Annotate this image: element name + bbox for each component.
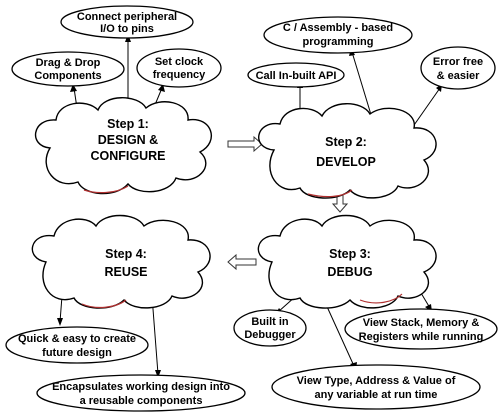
svg-text:I/O to pins: I/O to pins [100,23,154,35]
step1-title: Step 1: [107,117,149,131]
step1-line2: DESIGN & [98,133,158,147]
svg-text:Quick & easy to create: Quick & easy to create [18,333,136,345]
bubble-stack: View Stack, Memory & Registers while run… [344,308,498,350]
step4-line2: REUSE [104,265,147,279]
connector-step2-errorfree [411,87,441,129]
svg-text:Error free: Error free [433,56,483,68]
svg-text:Registers while running: Registers while running [359,331,484,343]
bubble-connect: Connect peripheral I/O to pins [60,5,194,39]
arrowhead-encaps [155,370,161,378]
connector-step4-quick [59,295,63,323]
flow-arrow-step1-step2 [227,135,263,153]
svg-text:frequency: frequency [153,69,206,81]
step1-line3: CONFIGURE [91,149,166,163]
connector-step4-encaps [151,295,159,375]
step1-cloud: Step 1: DESIGN & CONFIGURE [34,97,212,195]
connector-step2-cassembly [351,51,373,119]
bubble-quick: Quick & easy to create future design [5,326,149,364]
step2-title: Step 2: [325,135,367,149]
arrowhead-quick [57,318,63,326]
svg-text:View Stack, Memory &: View Stack, Memory & [363,317,480,329]
bubble-dragdrop: Drag & Drop Components [11,51,125,87]
svg-text:any variable at run time: any variable at run time [315,389,438,401]
step2-line2: DEVELOP [316,155,376,169]
svg-text:Set clock: Set clock [155,56,204,68]
step4-title: Step 4: [105,247,147,261]
step3-line2: DEBUG [327,265,372,279]
svg-text:Encapsulates working design in: Encapsulates working design into [52,381,230,393]
flow-arrows [227,135,349,271]
svg-text:Connect peripheral: Connect peripheral [77,11,177,23]
svg-text:Components: Components [34,70,101,82]
svg-text:View Type, Address & Value of: View Type, Address & Value of [297,375,456,387]
svg-text:Drag & Drop: Drag & Drop [36,57,101,69]
svg-text:C / Assembly - based: C / Assembly - based [283,22,393,34]
bubble-errorfree: Error free & easier [420,46,496,90]
svg-text:a reusable components: a reusable components [80,395,203,407]
bubble-clock: Set clock frequency [136,48,222,88]
step2-cloud: Step 2: DEVELOP [258,103,437,199]
step3-title: Step 3: [329,247,371,261]
step4-cloud: Step 4: REUSE [31,214,211,309]
svg-text:Call In-built API: Call In-built API [256,70,337,82]
svg-text:& easier: & easier [437,70,481,82]
svg-text:Debugger: Debugger [244,329,296,341]
bubble-cassembly: C / Assembly - based programming [263,16,413,54]
bubble-api: Call In-built API [247,62,345,88]
connector-step3-viewtype [323,299,355,367]
bubble-encaps: Encapsulates working design into a reusa… [36,374,246,412]
bubble-viewtype: View Type, Address & Value of any variab… [271,364,481,410]
arrowhead-dragdrop [70,84,77,92]
svg-text:future design: future design [42,347,112,359]
svg-text:programming: programming [303,36,374,48]
bubble-debugger: Built in Debugger [233,309,307,347]
flow-arrow-step3-step4 [227,253,257,271]
svg-text:Built in: Built in [251,316,289,328]
step3-cloud: Step 3: DEBUG [257,214,437,309]
